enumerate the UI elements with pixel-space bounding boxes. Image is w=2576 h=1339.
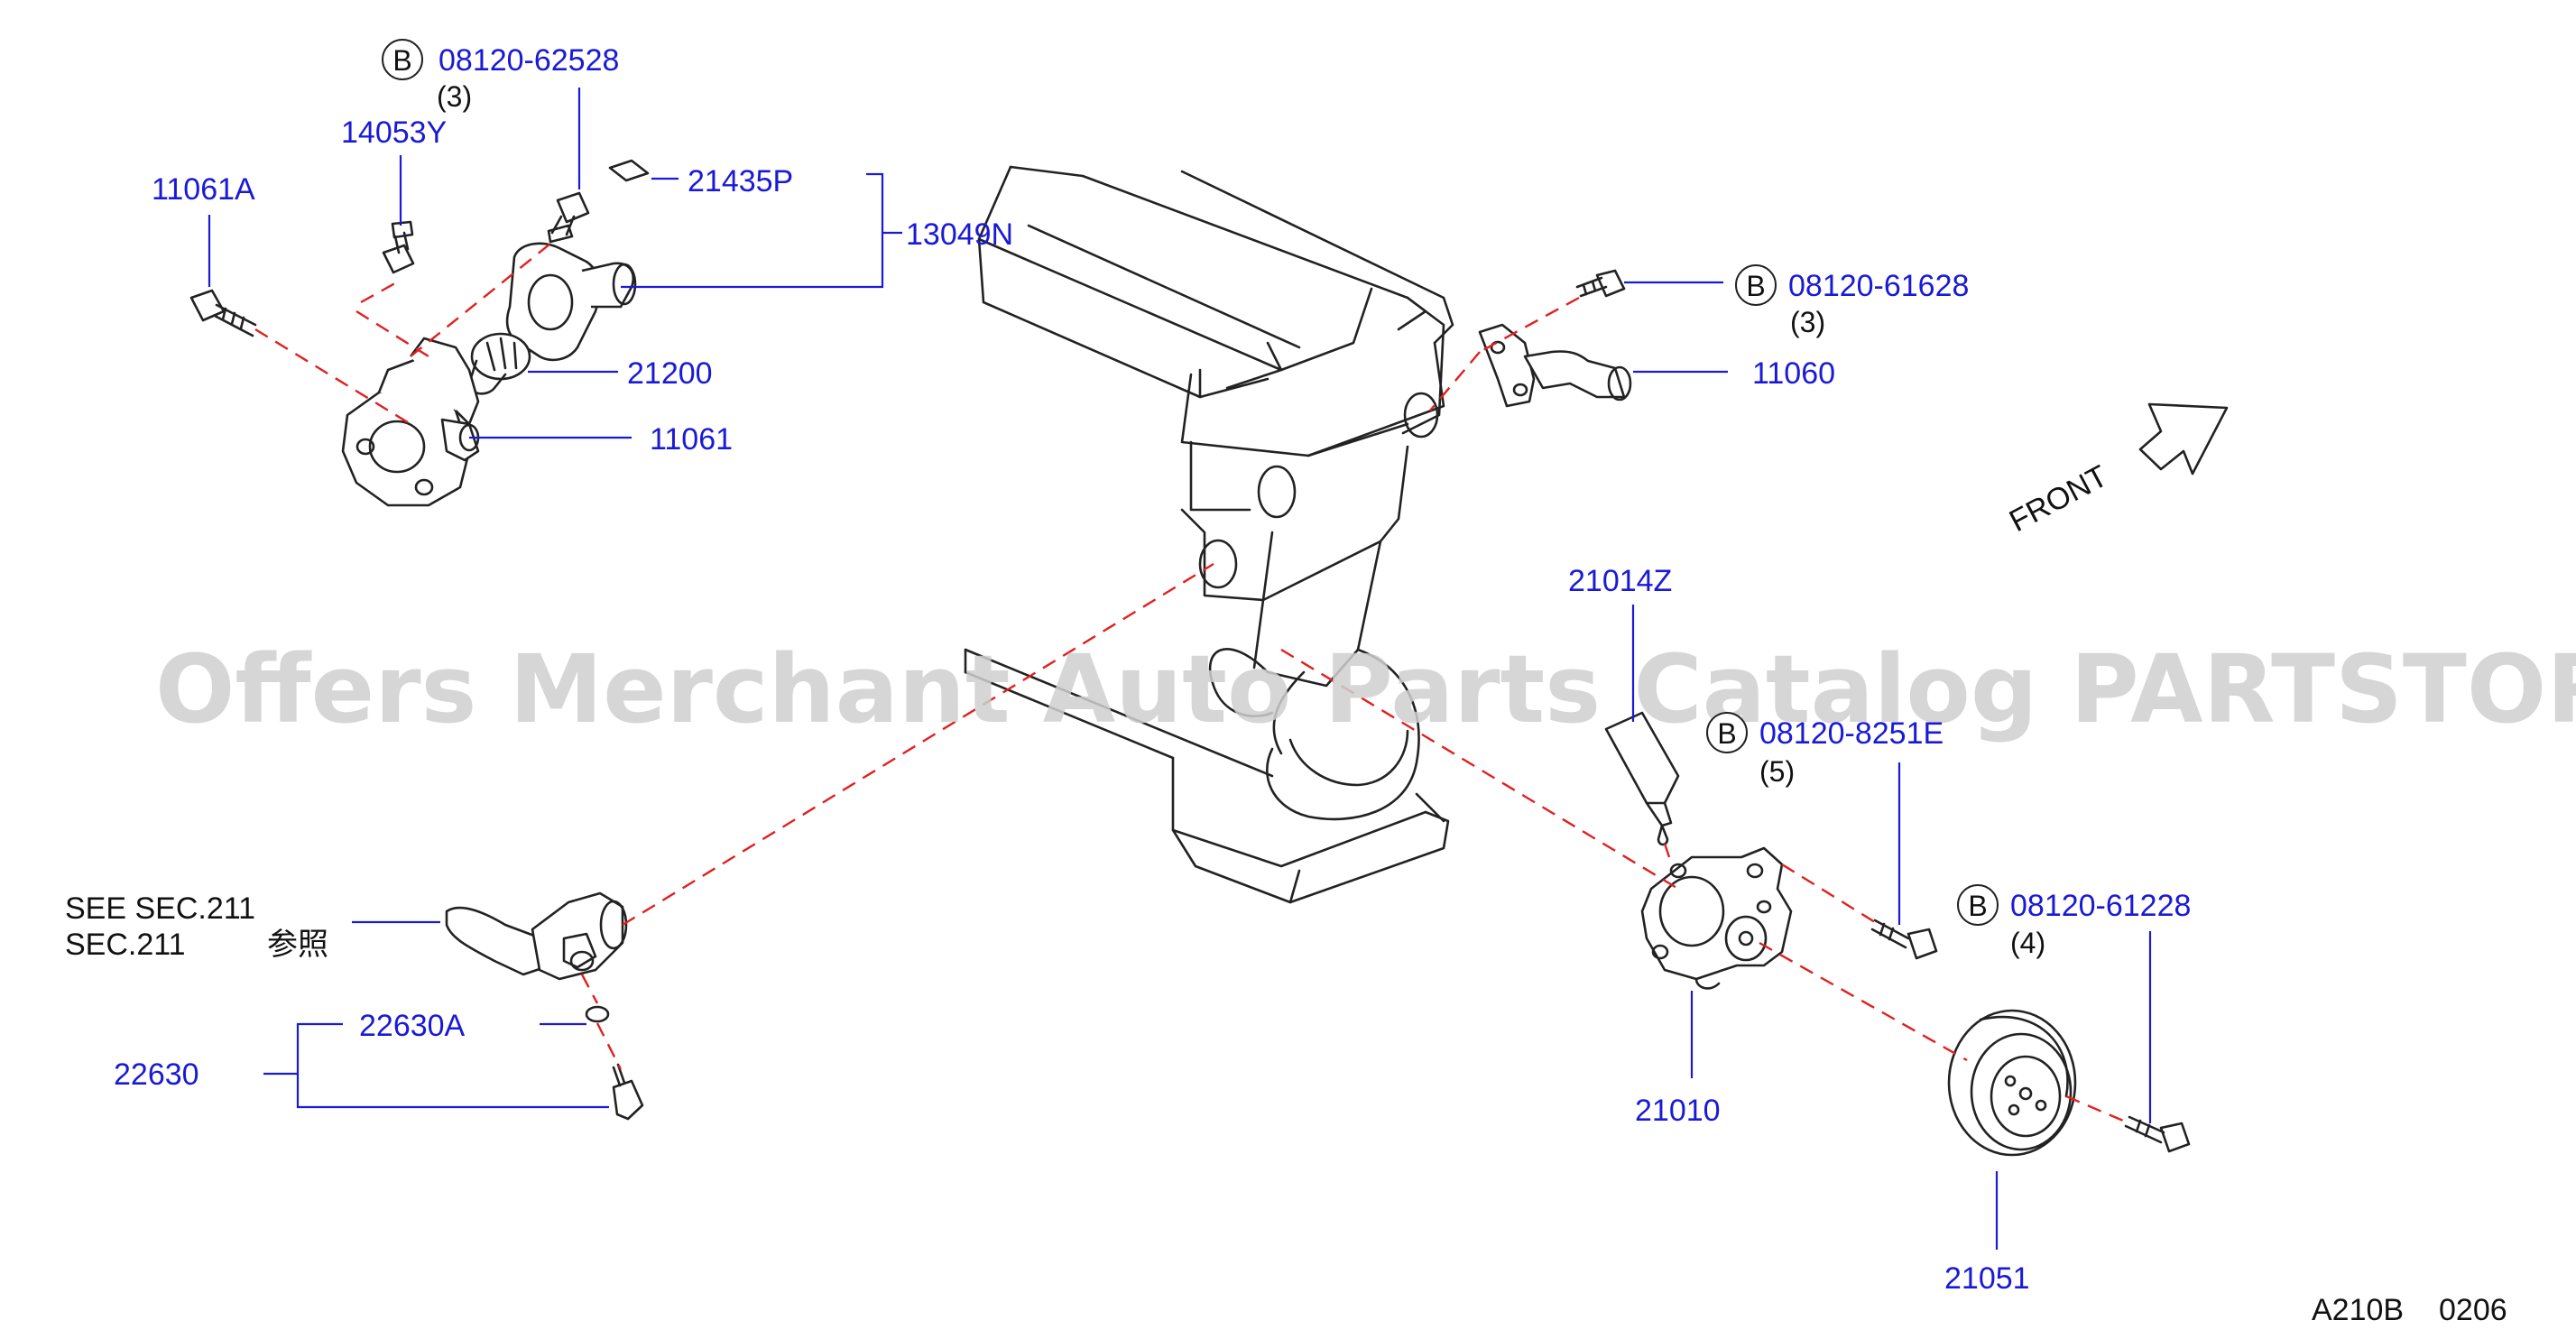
water-outlet-13049N-drawing (505, 242, 637, 362)
sealant-21014Z-drawing (1604, 711, 1680, 846)
bolt-marker-letter: B (1717, 717, 1736, 750)
part-label-21435P[interactable]: 21435P (688, 164, 793, 199)
bolt-marker-letter: B (1746, 270, 1765, 302)
part-label-11061A[interactable]: 11061A (152, 172, 255, 207)
front-arrow-icon (2138, 402, 2229, 476)
bolt-marker-4: B (1957, 884, 1999, 926)
bolt-marker-1: B (382, 39, 423, 80)
bolt-11061A-drawing (189, 289, 257, 337)
gasket-21435P-drawing (608, 159, 650, 182)
diagram-number: 0206 (2439, 1293, 2507, 1327)
bolt-marker-2: B (1735, 264, 1777, 306)
part-label-21051[interactable]: 21051 (1944, 1261, 2030, 1296)
part-label-21010[interactable]: 21010 (1635, 1094, 1721, 1128)
pipe-11060-drawing (1429, 269, 1632, 411)
pulley-21051-drawing (1947, 1009, 2077, 1157)
part-label-08120-62528[interactable]: 08120-62528 (439, 43, 619, 78)
engine-block-drawing (964, 165, 1454, 904)
bolt-08120-62528-drawing (547, 191, 590, 244)
sensor-22630-drawing (612, 1079, 644, 1121)
part-label-11061[interactable]: 11061 (650, 422, 733, 457)
qty-08120-61628: (3) (1790, 306, 1825, 338)
qty-08120-8251E: (5) (1759, 755, 1795, 788)
part-label-14053Y[interactable]: 14053Y (341, 115, 447, 150)
qty-08120-61228: (4) (2010, 927, 2045, 959)
bolt-marker-letter: B (1968, 890, 1987, 922)
part-label-08120-61628[interactable]: 08120-61628 (1788, 269, 1969, 303)
part-label-21200[interactable]: 21200 (627, 356, 713, 391)
thermostat-group-drawing (189, 159, 650, 507)
front-label: FRONT (2004, 459, 2113, 540)
water-pump-drawing (1280, 648, 2191, 1157)
part-label-08120-61228[interactable]: 08120-61228 (2010, 889, 2191, 923)
qty-08120-62528: (3) (437, 80, 472, 113)
watermark-text: Offers Merchant Auto Parts Catalog PARTS… (155, 634, 2576, 744)
see-section-note-line1[interactable]: SEE SEC.211 (65, 891, 255, 926)
diagram-code: A210B (2312, 1293, 2404, 1327)
part-label-22630A[interactable]: 22630A (359, 1009, 466, 1043)
bolt-marker-3: B (1706, 712, 1748, 753)
thermostat-21200-drawing (467, 332, 531, 395)
housing-11061-drawing (341, 337, 480, 507)
bolt-14053Y-drawing (382, 220, 415, 274)
part-label-13049N[interactable]: 13049N (906, 217, 1013, 252)
see-section-note-line2: SEC.211 (65, 928, 186, 962)
water-inlet-drawing (445, 562, 1214, 1121)
part-label-08120-8251E[interactable]: 08120-8251E (1759, 716, 1944, 751)
part-label-11060[interactable]: 11060 (1752, 356, 1835, 391)
bolt-marker-letter: B (392, 44, 411, 77)
washer-22630A-drawing (585, 1005, 610, 1023)
part-label-21014Z[interactable]: 21014Z (1568, 564, 1672, 598)
leader-lines (208, 88, 2152, 1250)
see-section-note-jp: 参照 (267, 928, 328, 962)
part-label-22630[interactable]: 22630 (114, 1057, 199, 1092)
